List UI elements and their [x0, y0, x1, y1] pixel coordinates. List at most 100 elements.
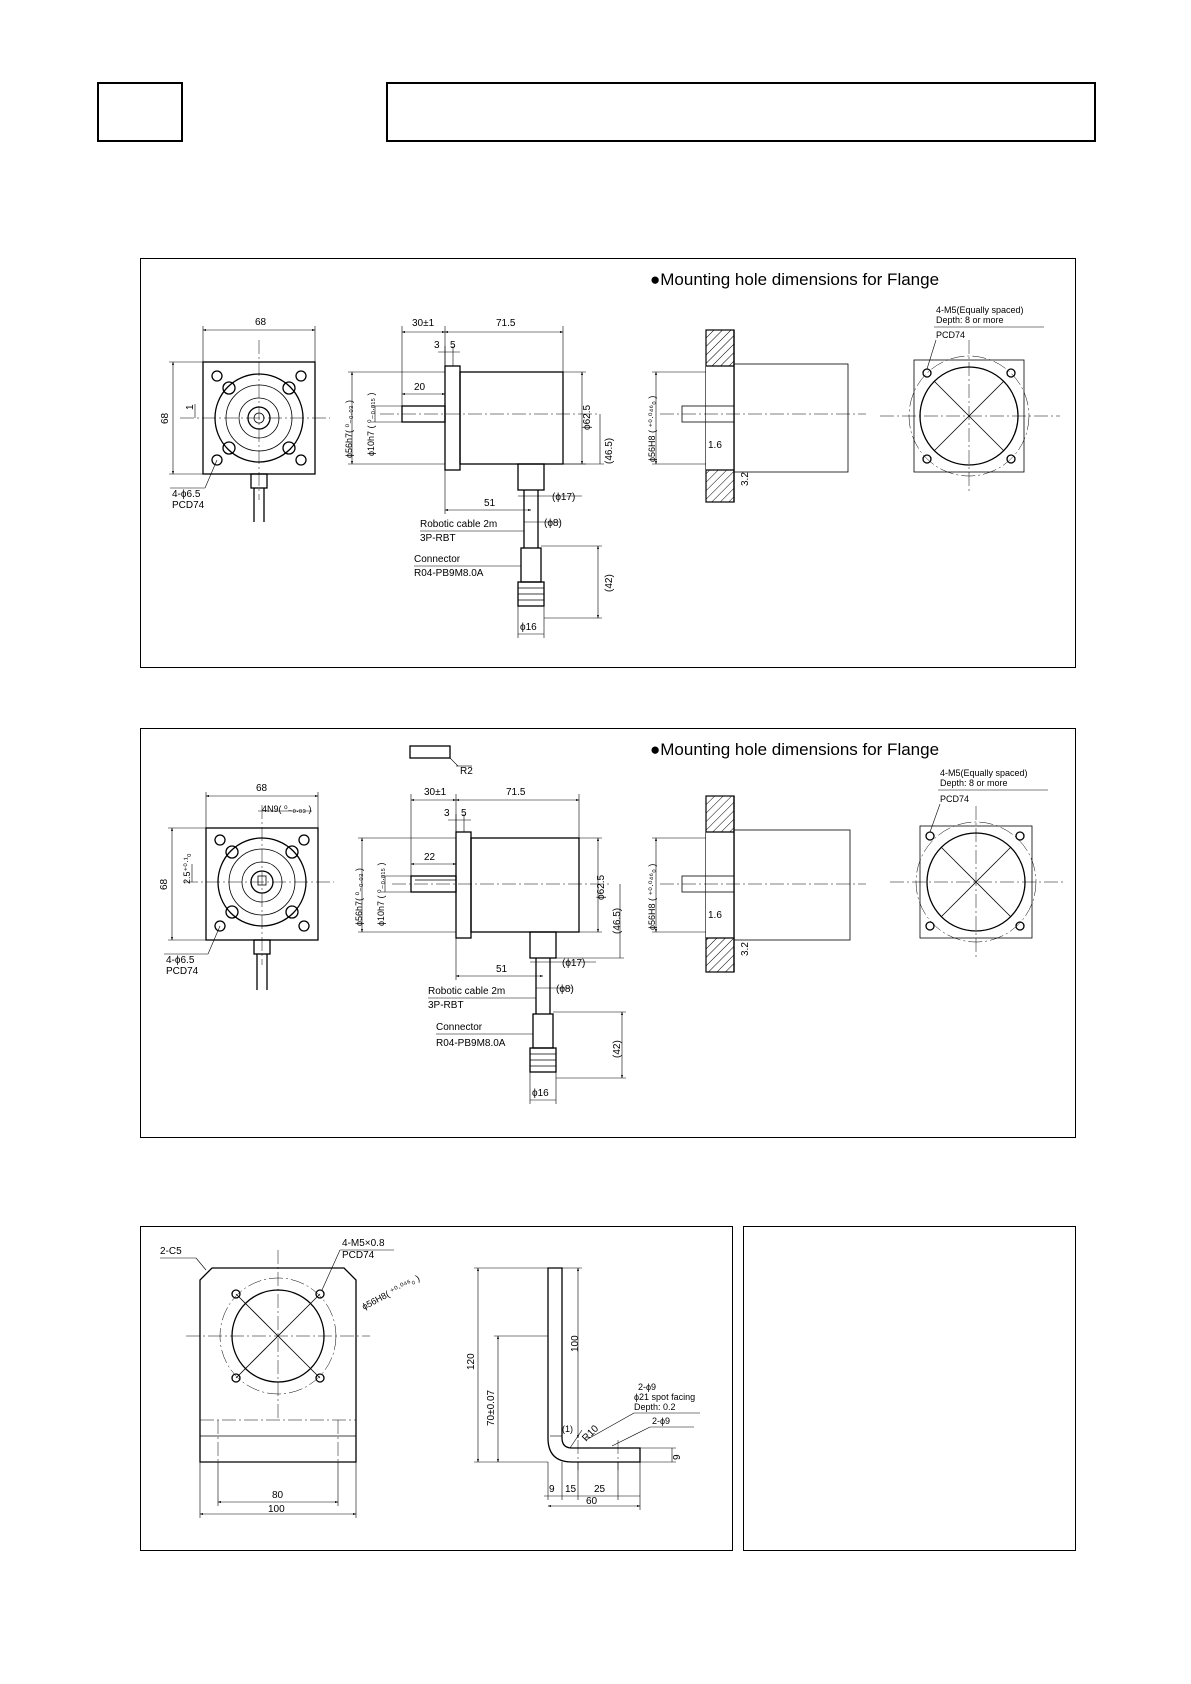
- header-title-box: [386, 82, 1096, 142]
- p2-front-view: 68 4N9( ⁰₋₀.₀₃ ) 68 2.5⁺⁰·¹₀ 4-ϕ6.5 PCD7…: [159, 783, 334, 990]
- p2-dim-30: 30±1: [424, 787, 447, 798]
- p3-dim-60: 60: [586, 1496, 598, 1507]
- p1-dim-8: (ϕ8): [544, 518, 562, 529]
- p1-dim-71-5: 71.5: [496, 318, 516, 329]
- p3-r10-label: R10: [580, 1423, 601, 1444]
- p2-connector-label: Connector: [436, 1022, 483, 1033]
- p1-flange-fit: ϕ56H8 ( ⁺⁰·⁰⁴⁶₀ ): [647, 396, 657, 462]
- p1-connector-type: R04-PB9M8.0A: [414, 568, 484, 579]
- p2-dim-71-5: 71.5: [506, 787, 526, 798]
- panel-1-heading: ●Mounting hole dimensions for Flange: [650, 270, 939, 289]
- p1-connector-label: Connector: [414, 554, 461, 565]
- p2-shaft-dia: ϕ10h7 ( ⁰₋₀.₀₁₅ ): [376, 862, 386, 926]
- p3-depth-label: Depth: 0.2: [634, 1402, 676, 1412]
- p2-body-dia: ϕ62.5: [596, 874, 607, 900]
- p3-dim-9: 9: [549, 1484, 555, 1495]
- p2-dim-16: ϕ16: [532, 1088, 549, 1099]
- p3-dim-9-v: 9: [672, 1454, 683, 1460]
- p1-shaft-fit: ϕ56h7( ⁰₋₀.₀₃ ): [344, 400, 354, 458]
- p1-tap-label: 4-M5(Equally spaced): [936, 305, 1024, 315]
- notes-box: [743, 1226, 1076, 1551]
- panel-2-heading: ●Mounting hole dimensions for Flange: [650, 740, 939, 759]
- p3-dim-80: 80: [272, 1490, 284, 1501]
- p2-dim-22: 22: [424, 852, 436, 863]
- p2-connector-type: R04-PB9M8.0A: [436, 1038, 506, 1049]
- p2-cable-type: 3P-RBT: [428, 1000, 464, 1011]
- p3-dim-120: 120: [466, 1353, 477, 1370]
- panel-3: 2-C5 4-M5×0.8 PCD74 ϕ56H8( ⁺⁰·⁰⁴⁶₀ ) 80 …: [160, 1238, 700, 1518]
- p3-c5-label: 2-C5: [160, 1246, 182, 1257]
- p1-height-68: 68: [160, 412, 171, 424]
- p2-r2: R2: [460, 766, 473, 777]
- p2-dim-1-6: 1.6: [708, 910, 722, 921]
- panel-1: ●Mounting hole dimensions for Flange 68: [160, 270, 1060, 638]
- p3-pcd-label: PCD74: [342, 1250, 375, 1261]
- p1-width-68: 68: [255, 317, 267, 328]
- p3-dim-15: 15: [565, 1484, 577, 1495]
- p3-fit-label: ϕ56H8( ⁺⁰·⁰⁴⁶₀ ): [360, 1273, 421, 1312]
- p1-dim-20: 20: [414, 382, 426, 393]
- p3-hole-label: 2-ϕ9: [638, 1382, 656, 1392]
- p2-dim-46-5: (46.5): [612, 908, 623, 934]
- p1-body-dia: ϕ62.5: [582, 404, 593, 430]
- p1-dim-51: 51: [484, 498, 496, 509]
- p1-dim-17: (ϕ17): [552, 492, 575, 503]
- header-left-box: [97, 82, 183, 142]
- p2-height-68: 68: [159, 878, 170, 890]
- p2-offset-2-5: 2.5⁺⁰·¹₀: [182, 853, 192, 884]
- p2-dim-42: (42): [612, 1040, 623, 1058]
- panel-2-frame: [140, 728, 1076, 1138]
- p2-shaft-fit: ϕ56h7( ⁰₋₀.₀₃ ): [354, 868, 364, 926]
- p1-dim-5: 5: [450, 340, 456, 351]
- p2-cable-label: Robotic cable 2m: [428, 986, 505, 997]
- p1-front-view: 68 68 1 4-ϕ6.5 PCD74: [160, 317, 330, 522]
- p2-side-view: 30±1 71.5 3 5 22 ϕ56h7( ⁰₋₀.₀₃ ) ϕ10h7 (…: [354, 787, 626, 1104]
- p2-pcd-label: PCD74: [166, 966, 199, 977]
- p3-spot-label: ϕ21 spot facing: [634, 1392, 695, 1402]
- p1-holes-label: 4-ϕ6.5: [172, 489, 201, 500]
- p2-tap-label: 4-M5(Equally spaced): [940, 768, 1028, 778]
- p2-dim-17: (ϕ17): [562, 958, 585, 969]
- p3-dim-70: 70±0.07: [486, 1389, 497, 1426]
- p1-offset-1: 1: [185, 404, 196, 410]
- p1-dim-3: 3: [434, 340, 440, 351]
- p3-tap-label: 4-M5×0.8: [342, 1238, 385, 1249]
- p2-flange-face: 4-M5(Equally spaced) Depth: 8 or more PC…: [890, 768, 1066, 960]
- panel-1-frame: [140, 258, 1076, 668]
- p2-dim-3-2: 3.2: [740, 942, 751, 956]
- p2-width-68: 68: [256, 783, 268, 794]
- p1-dim-1-6: 1.6: [708, 440, 722, 451]
- p1-dim-42: (42): [604, 574, 615, 592]
- panel-3-frame: [140, 1226, 733, 1551]
- p2-dim-5: 5: [461, 808, 467, 819]
- p1-dim-46-5: (46.5): [604, 438, 615, 464]
- panel-2: ●Mounting hole dimensions for Flange R2: [159, 740, 1066, 1104]
- p1-cable-type: 3P-RBT: [420, 533, 456, 544]
- p1-depth-label: Depth: 8 or more: [936, 315, 1004, 325]
- p1-cable-label: Robotic cable 2m: [420, 519, 497, 530]
- p1-dim-16: ϕ16: [520, 622, 537, 633]
- p1-shaft-dia: ϕ10h7 ( ⁰₋₀.₀₁₅ ): [366, 392, 376, 456]
- p3-one-label: (1): [562, 1424, 573, 1434]
- p2-pcd2-label: PCD74: [940, 794, 969, 804]
- p2-holes-label: 4-ϕ6.5: [166, 955, 195, 966]
- p1-dim-30: 30±1: [412, 318, 435, 329]
- p1-flange-section: ϕ56H8 ( ⁺⁰·⁰⁴⁶₀ ) 1.6 3.2: [647, 329, 866, 503]
- p3-dim-25: 25: [594, 1484, 606, 1495]
- p3-bracket-front: 2-C5 4-M5×0.8 PCD74 ϕ56H8( ⁺⁰·⁰⁴⁶₀ ) 80 …: [160, 1238, 421, 1518]
- p2-dim-3: 3: [444, 808, 450, 819]
- p3-hole2-label: 2-ϕ9: [652, 1416, 670, 1426]
- p1-pcd-label: PCD74: [172, 500, 205, 511]
- p2-depth-label: Depth: 8 or more: [940, 778, 1008, 788]
- p2-key-width: 4N9( ⁰₋₀.₀₃ ): [262, 804, 312, 814]
- p1-flange-face: 4-M5(Equally spaced) Depth: 8 or more PC…: [880, 305, 1060, 492]
- p1-side-view: 30±1 71.5 3 5 20 ϕ56h7( ⁰₋₀.₀₃ ) ϕ10h7 (…: [344, 318, 615, 638]
- p1-dim-3-2: 3.2: [740, 472, 751, 486]
- p2-flange-section: ϕ56H8 ( ⁺⁰·⁰⁴⁶₀ ) 1.6 3.2: [647, 795, 866, 973]
- p3-dim-100: 100: [268, 1504, 285, 1515]
- p3-dim-100-side: 100: [570, 1335, 581, 1352]
- p2-dim-51: 51: [496, 964, 508, 975]
- p1-pcd2-label: PCD74: [936, 330, 965, 340]
- p3-bracket-side: 120 70±0.07 100 2-ϕ9 ϕ21 spot facing Dep…: [466, 1267, 700, 1510]
